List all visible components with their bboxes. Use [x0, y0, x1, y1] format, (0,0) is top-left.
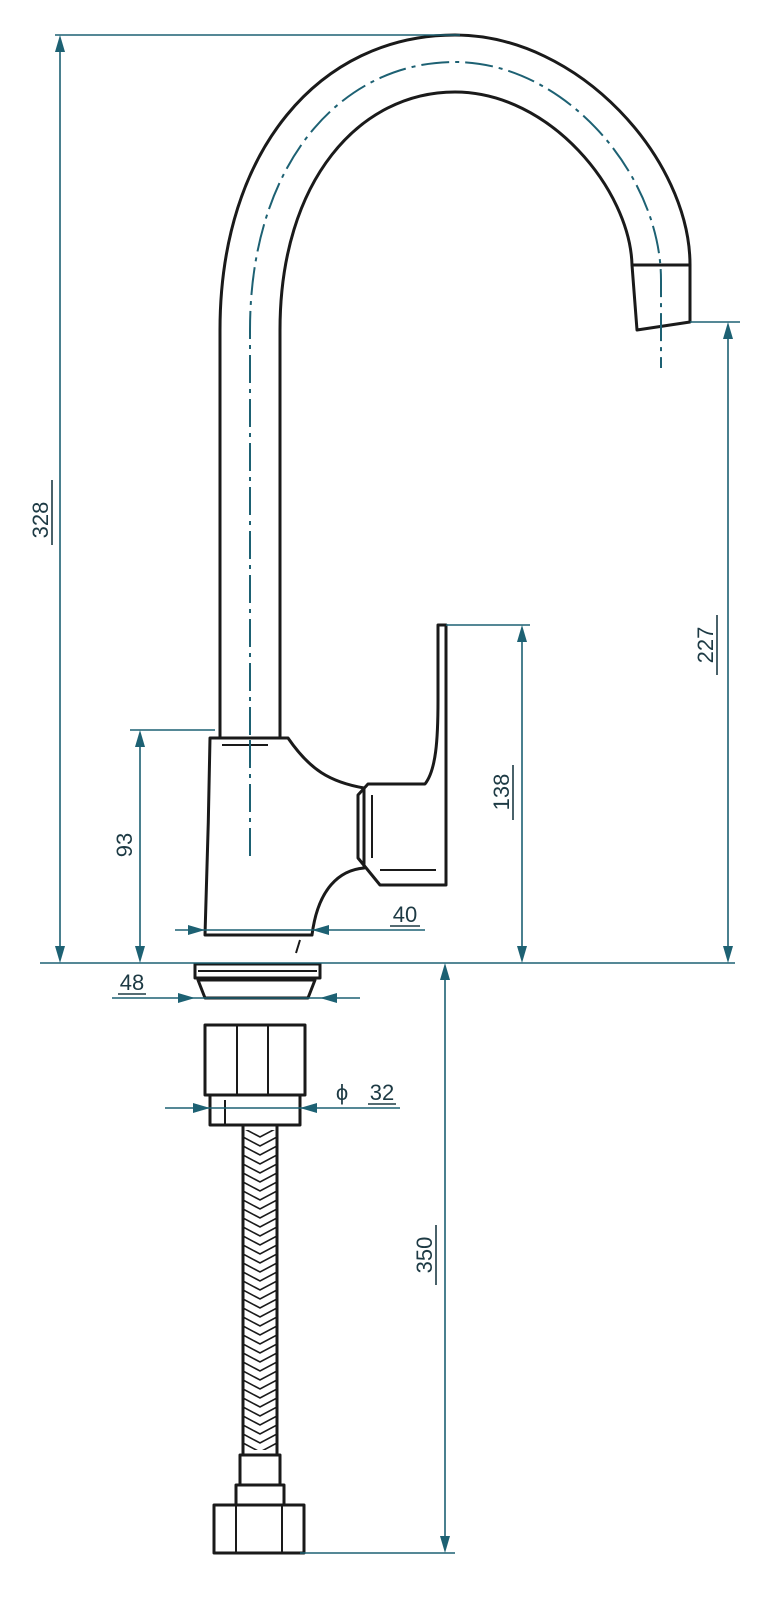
- lever-handle: [356, 623, 448, 887]
- dim-label-350: 350: [412, 1237, 437, 1274]
- dimension-138: 138: [446, 624, 530, 963]
- dim-label-93: 93: [112, 833, 137, 857]
- dimension-350: 350: [300, 963, 455, 1554]
- dim-label-phi: ϕ: [336, 1080, 348, 1105]
- spout: [218, 33, 692, 740]
- dimension-40: 40: [175, 902, 425, 935]
- dimension-328: 328: [28, 34, 735, 964]
- dim-label-227: 227: [693, 627, 718, 664]
- dim-label-328: 328: [28, 502, 53, 539]
- dim-label-48: 48: [120, 970, 144, 995]
- base-assembly: [193, 962, 322, 1127]
- dimension-227: 227: [690, 321, 740, 963]
- dim-label-32: 32: [370, 1080, 394, 1105]
- flex-hose: [212, 1123, 306, 1555]
- faucet-body: [203, 736, 366, 954]
- dimension-48: 48: [112, 970, 360, 1003]
- dimension-93: 93: [112, 729, 215, 963]
- dimension-diameter-32: ϕ 32: [165, 1080, 400, 1113]
- dim-label-40: 40: [393, 902, 417, 927]
- dim-label-138: 138: [489, 774, 514, 811]
